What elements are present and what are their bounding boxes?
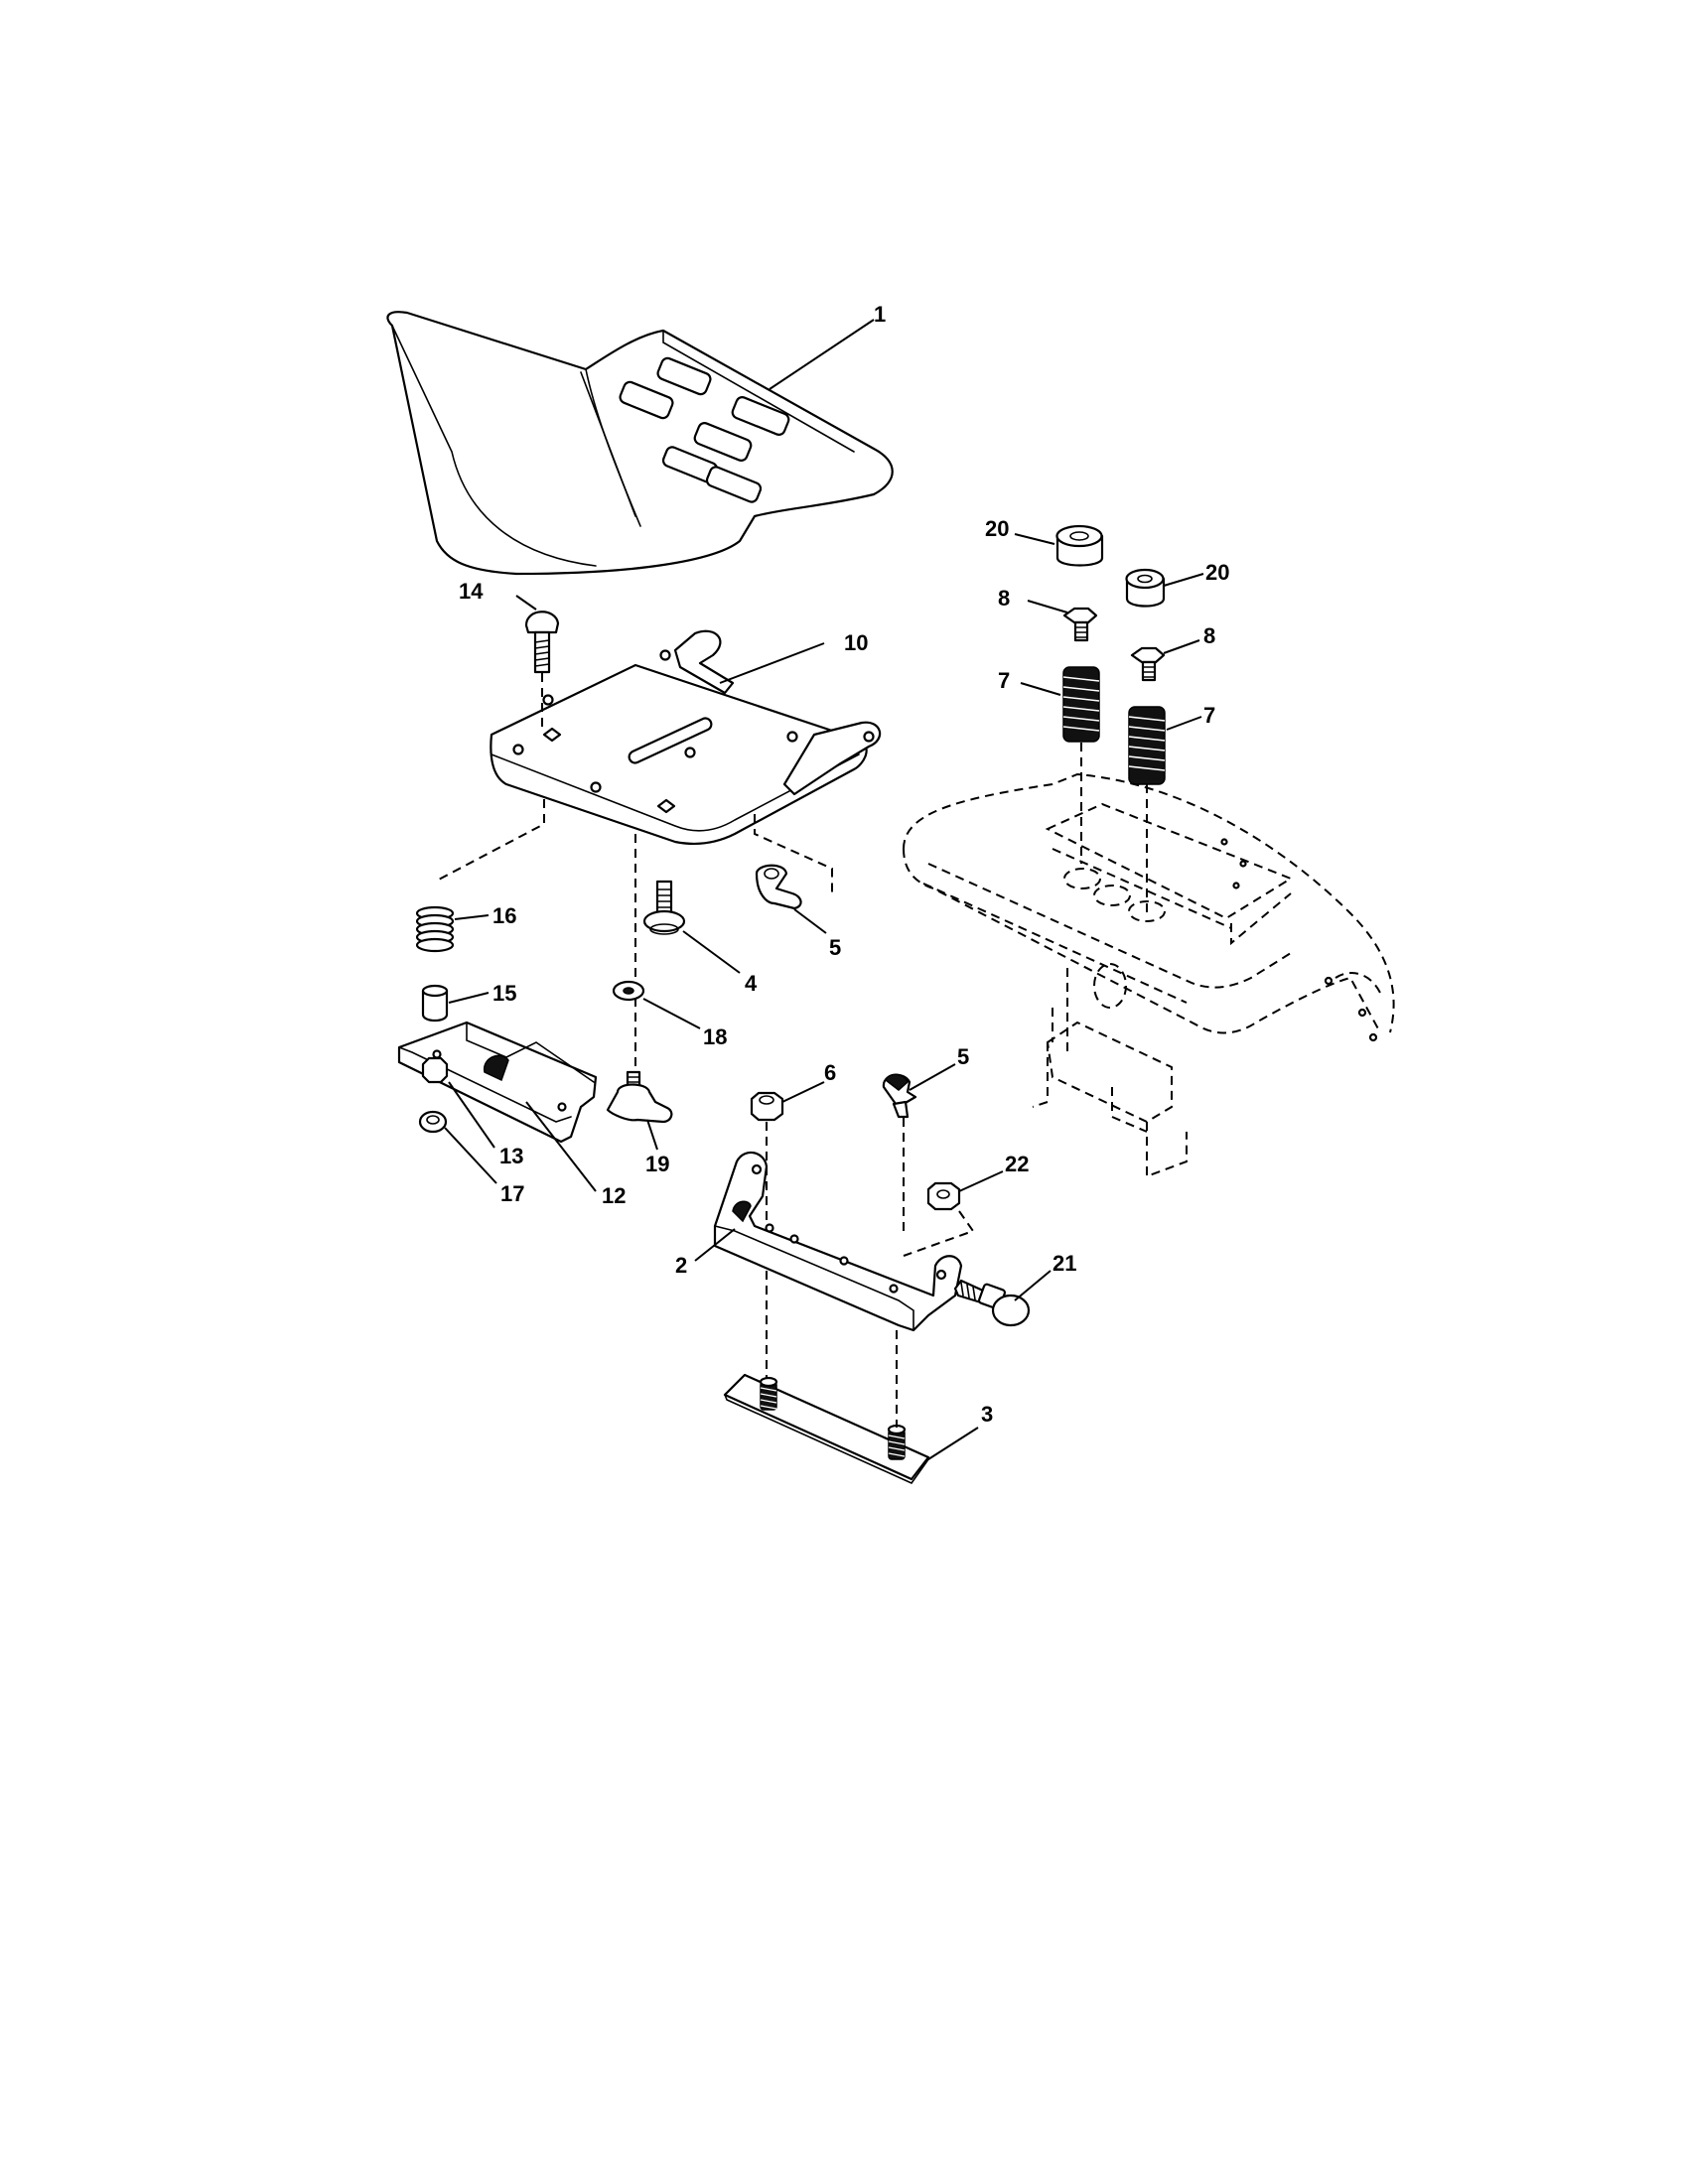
bolt-part-left	[1027, 600, 1098, 642]
fender-phantom	[903, 772, 1395, 1178]
adjust-plate-part	[397, 1021, 598, 1192]
callout-3: 3	[981, 1402, 993, 1427]
spacer-part-left	[1014, 524, 1104, 567]
bolt-part-right	[1130, 639, 1200, 682]
callout-7-right: 7	[1203, 703, 1215, 728]
seat-bracket-part	[694, 1151, 963, 1332]
callout-5-lower: 5	[957, 1044, 969, 1069]
seat-pan-dashed-links	[434, 799, 833, 1112]
spring-part-right	[1128, 706, 1202, 913]
callout-labels: 1 20 20 14 10 8 8 7 7 16 5 4 15 18 6 5 1…	[459, 302, 1229, 1427]
carriage-bolt-part	[515, 595, 560, 731]
coil-spring-part	[415, 905, 490, 953]
callout-15: 15	[492, 981, 516, 1006]
washer-part-18	[612, 980, 701, 1029]
callout-2: 2	[675, 1253, 687, 1278]
callout-7-left: 7	[998, 668, 1010, 693]
shoulder-bolt-part-21	[953, 1270, 1052, 1327]
callout-1: 1	[874, 302, 886, 327]
callout-8-left: 8	[998, 586, 1010, 611]
callout-14: 14	[459, 579, 484, 604]
callout-5-upper: 5	[829, 935, 841, 960]
callout-21: 21	[1052, 1251, 1076, 1276]
callout-17: 17	[500, 1181, 524, 1206]
callout-18: 18	[703, 1024, 727, 1049]
seat-part	[386, 311, 894, 576]
nut-part-22	[903, 1170, 1004, 1257]
callout-12: 12	[602, 1183, 626, 1208]
callout-8-right: 8	[1203, 623, 1215, 648]
callout-6: 6	[824, 1060, 836, 1085]
adjust-knob-part	[606, 1070, 673, 1151]
seat-pan-part	[490, 629, 882, 845]
base-plate-part	[723, 1330, 979, 1485]
nut-part-13	[421, 1056, 495, 1149]
knob-part-5a	[755, 864, 827, 934]
callout-20-left: 20	[985, 516, 1009, 541]
callout-22: 22	[1005, 1152, 1029, 1176]
callout-4: 4	[745, 971, 758, 996]
shoulder-bolt-part	[642, 880, 741, 974]
callout-10: 10	[844, 630, 868, 655]
callout-13: 13	[499, 1144, 523, 1168]
knob-part-5b	[882, 1063, 956, 1231]
bushing-part	[421, 984, 490, 1023]
callout-19: 19	[645, 1152, 669, 1176]
spacer-part-right	[1125, 568, 1204, 608]
spring-part-left	[1020, 666, 1100, 864]
callout-20-right: 20	[1205, 560, 1229, 585]
washer-part-17	[418, 1110, 497, 1184]
callout-16: 16	[492, 903, 516, 928]
